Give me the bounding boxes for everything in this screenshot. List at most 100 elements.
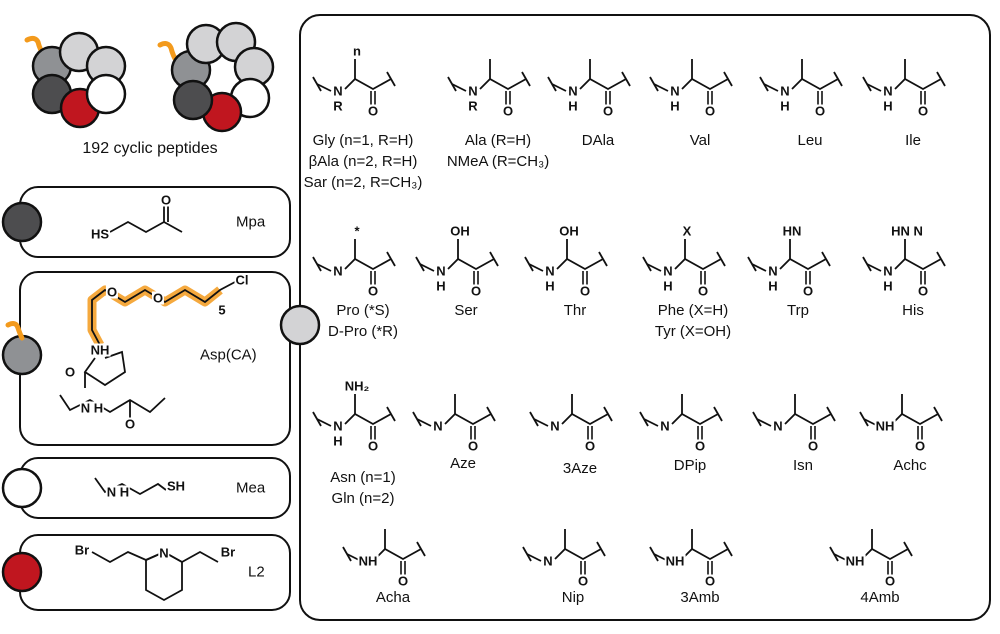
residue-label: Nip xyxy=(562,587,585,608)
residue-label-line: Aze xyxy=(450,455,476,472)
nitrogen-label: N xyxy=(542,553,554,569)
n-substituent-label: H xyxy=(669,98,681,114)
atom-label: O xyxy=(105,284,119,300)
residue-label: DAla xyxy=(582,130,615,151)
bond xyxy=(109,220,183,234)
linker-tail xyxy=(5,321,25,341)
bond xyxy=(936,251,946,267)
nitrogen-label: N xyxy=(669,83,681,99)
bond xyxy=(486,406,496,422)
bond xyxy=(723,71,733,87)
bond xyxy=(416,418,432,427)
n-substituent-label: H xyxy=(882,278,894,294)
building-block-circle xyxy=(1,551,43,593)
nitrogen-label: NH xyxy=(664,553,686,569)
n-substituent-label: H xyxy=(332,433,344,449)
atom-label: NH xyxy=(89,342,111,358)
residue-label-line: 3Aze xyxy=(562,460,598,477)
nitrogen-label: N xyxy=(659,418,671,434)
residue-label-line: 4Amb xyxy=(860,589,900,606)
bond xyxy=(344,412,392,426)
side-chain-label: NH₂ xyxy=(343,378,371,394)
bond xyxy=(621,71,631,87)
residue-label-line: Thr xyxy=(563,302,587,319)
bond xyxy=(716,251,726,267)
residue-label-line: Asn (n=1) xyxy=(330,469,396,486)
nitrogen-label: N xyxy=(332,83,344,99)
bond xyxy=(894,257,942,271)
bond xyxy=(419,263,435,272)
bond xyxy=(447,257,495,271)
oxygen-label: O xyxy=(576,573,590,589)
atom-label: O xyxy=(123,416,137,432)
residue-label-line: Ala (R=H) xyxy=(464,132,532,149)
bond xyxy=(83,350,126,387)
side-chain-label: * xyxy=(353,223,361,239)
bond xyxy=(763,83,779,92)
residue-label-line: 3Amb xyxy=(680,589,720,606)
atom-label: O xyxy=(63,364,77,380)
n-substituent-label: H xyxy=(435,278,447,294)
residue-label: Val xyxy=(690,130,711,151)
bond xyxy=(451,83,467,92)
bond xyxy=(894,77,942,91)
bond xyxy=(91,281,236,346)
bond xyxy=(784,412,832,426)
residue-label-line: Sar (n=2, R=CH₃) xyxy=(303,174,423,191)
residue-label: Ala (R=H)NMeA (R=CH₃) xyxy=(447,130,549,172)
nitrogen-label: N xyxy=(779,83,791,99)
bond xyxy=(479,77,527,91)
side-chain-label: HN N xyxy=(890,223,924,239)
bond xyxy=(556,257,604,271)
atom-label: Br xyxy=(73,542,91,558)
nitrogen-label: N xyxy=(882,83,894,99)
residue-label-line: βAla (n=2, R=H) xyxy=(308,153,418,170)
oxygen-label: O xyxy=(366,283,380,299)
residue-label-line: DAla xyxy=(581,132,615,149)
residue-label-line: DPip xyxy=(673,457,707,474)
residue-label-line: Achc xyxy=(893,457,927,474)
atom-label: N xyxy=(158,545,170,561)
oxygen-label: O xyxy=(583,438,597,454)
atom-label: O xyxy=(159,192,173,208)
oxygen-label: O xyxy=(913,438,927,454)
oxygen-label: O xyxy=(366,103,380,119)
residue-label: Isn xyxy=(793,455,813,476)
oxygen-label: O xyxy=(703,103,717,119)
residue-label-line: Trp xyxy=(787,302,809,319)
n-substituent-label: R xyxy=(332,98,344,114)
side-chain-label: OH xyxy=(449,223,471,239)
bond xyxy=(316,263,332,272)
nitrogen-label: NH xyxy=(874,418,896,434)
building-block-name: Mea xyxy=(236,479,266,497)
bond xyxy=(94,477,167,496)
bond xyxy=(866,263,882,272)
atom-label: O xyxy=(151,290,165,306)
residue-label-line: Ser xyxy=(454,302,478,319)
bond xyxy=(791,77,839,91)
residue-label: Acha xyxy=(376,587,410,608)
nitrogen-label: N xyxy=(767,263,779,279)
bond xyxy=(344,77,392,91)
n-substituent-label: H xyxy=(767,278,779,294)
bond xyxy=(671,412,719,426)
nitrogen-label: N xyxy=(772,418,784,434)
residue-label: Ser xyxy=(454,300,477,321)
bond xyxy=(936,71,946,87)
residue-label: Gly (n=1, R=H)βAla (n=2, R=H)Sar (n=2, R… xyxy=(304,130,423,193)
bond xyxy=(674,257,722,271)
oxygen-label: O xyxy=(916,283,930,299)
building-block-name: Asp(CA) xyxy=(200,346,257,364)
bond xyxy=(533,418,549,427)
nitrogen-label: NH xyxy=(844,553,866,569)
oxygen-label: O xyxy=(693,438,707,454)
bond xyxy=(579,77,627,91)
atom-label: N H xyxy=(79,400,105,416)
bond xyxy=(756,418,772,427)
residue-label: Ile xyxy=(905,130,921,151)
atom-label: N H xyxy=(105,484,131,500)
nitrogen-label: N xyxy=(332,418,344,434)
bond xyxy=(316,83,332,92)
bond xyxy=(596,541,606,557)
residue-label: DPip xyxy=(674,455,707,476)
